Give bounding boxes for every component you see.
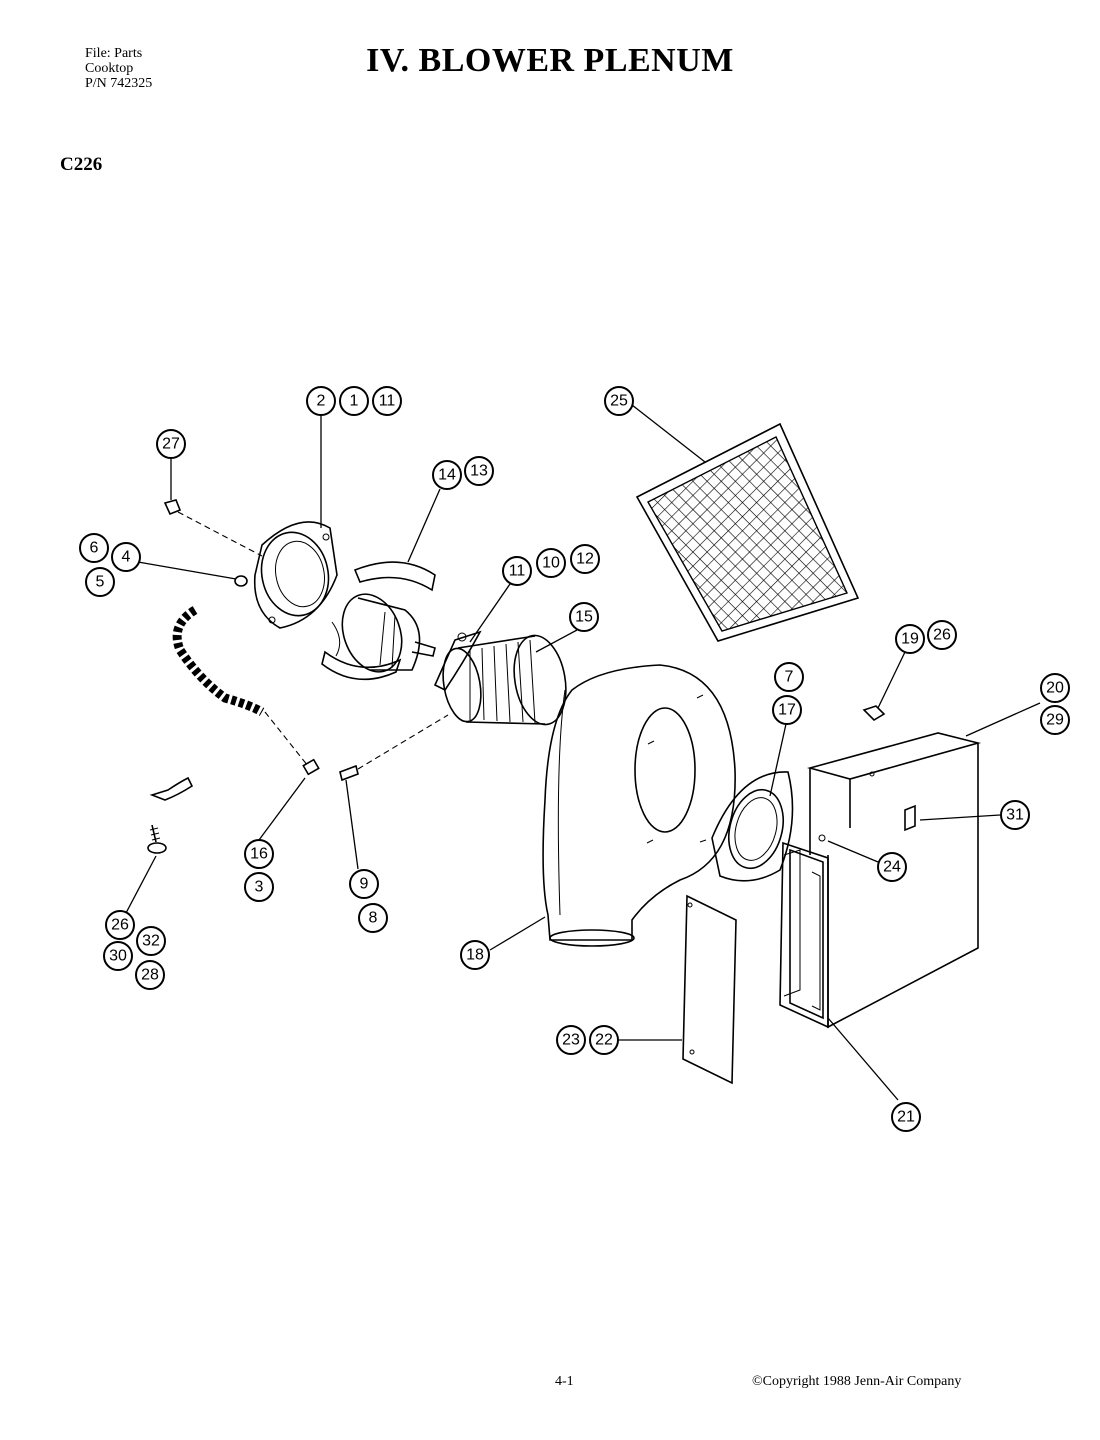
callout-22: 22 xyxy=(589,1025,619,1055)
svg-text:13: 13 xyxy=(470,463,488,480)
svg-text:31: 31 xyxy=(1006,807,1024,824)
svg-text:11: 11 xyxy=(509,563,526,580)
callout-1: 1 xyxy=(339,386,369,416)
svg-text:9: 9 xyxy=(360,876,369,893)
callout-10: 10 xyxy=(536,548,566,578)
callout-6: 6 xyxy=(79,533,109,563)
screw-with-washer xyxy=(147,824,167,854)
callout-11: 11 xyxy=(502,556,532,586)
callout-26: 26 xyxy=(927,620,957,650)
svg-text:32: 32 xyxy=(142,933,160,950)
leader-lines xyxy=(125,404,1041,1101)
wire-harness xyxy=(172,606,309,767)
svg-text:3: 3 xyxy=(255,879,264,896)
svg-text:5: 5 xyxy=(96,574,105,591)
adapter-ring xyxy=(711,771,794,882)
callout-23: 23 xyxy=(556,1025,586,1055)
svg-text:4: 4 xyxy=(122,549,131,566)
callout-29: 29 xyxy=(1040,705,1070,735)
callout-11: 11 xyxy=(372,386,402,416)
callout-16: 16 xyxy=(244,839,274,869)
callout-32: 32 xyxy=(136,926,166,956)
callout-14: 14 xyxy=(432,460,462,490)
callout-24: 24 xyxy=(877,852,907,882)
callout-5: 5 xyxy=(85,567,115,597)
callout-3: 3 xyxy=(244,872,274,902)
svg-text:20: 20 xyxy=(1046,680,1064,697)
svg-text:25: 25 xyxy=(610,393,628,410)
callout-17: 17 xyxy=(772,695,802,725)
callout-19: 19 xyxy=(895,624,925,654)
svg-text:14: 14 xyxy=(438,467,456,484)
plenum-clip xyxy=(862,705,886,722)
file-line-1: File: Parts xyxy=(85,46,143,61)
svg-text:16: 16 xyxy=(250,846,268,863)
callout-28: 28 xyxy=(135,960,165,990)
callout-21: 21 xyxy=(891,1102,921,1132)
nut xyxy=(163,499,182,516)
svg-text:27: 27 xyxy=(162,436,180,453)
callout-27: 27 xyxy=(156,429,186,459)
blower-wheel xyxy=(442,634,567,726)
callout-9: 9 xyxy=(349,869,379,899)
plenum-box xyxy=(779,732,982,1029)
plenum-panel xyxy=(682,894,737,1085)
svg-text:2: 2 xyxy=(317,393,326,410)
model-number: C226 xyxy=(60,154,103,175)
svg-text:30: 30 xyxy=(109,948,127,965)
svg-text:29: 29 xyxy=(1046,712,1064,729)
svg-text:11: 11 xyxy=(379,393,396,410)
screw xyxy=(339,714,449,782)
svg-text:24: 24 xyxy=(883,859,901,876)
svg-text:26: 26 xyxy=(933,627,951,644)
callout-13: 13 xyxy=(464,456,494,486)
callout-31: 31 xyxy=(1000,800,1030,830)
file-line-2: Cooktop xyxy=(85,61,134,76)
svg-text:10: 10 xyxy=(542,555,560,572)
callout-2: 2 xyxy=(306,386,336,416)
callout-8: 8 xyxy=(358,903,388,933)
callout-4: 4 xyxy=(111,542,141,572)
page-title: IV. BLOWER PLENUM xyxy=(366,42,734,79)
svg-text:19: 19 xyxy=(901,631,919,648)
svg-text:8: 8 xyxy=(369,910,378,927)
page-number: 4-1 xyxy=(555,1374,574,1389)
svg-text:7: 7 xyxy=(785,669,794,686)
svg-text:23: 23 xyxy=(562,1032,580,1049)
callout-25: 25 xyxy=(604,386,634,416)
copyright-notice: ©Copyright 1988 Jenn-Air Company xyxy=(752,1374,962,1389)
file-line-3: P/N 742325 xyxy=(85,76,153,91)
motor-clamp-bands xyxy=(321,561,436,681)
callout-15: 15 xyxy=(569,602,599,632)
grommet xyxy=(234,575,248,587)
callout-26: 26 xyxy=(105,910,135,940)
blower-housing xyxy=(542,664,736,947)
svg-text:6: 6 xyxy=(90,540,99,557)
motor-mount-ring xyxy=(253,521,338,629)
clip xyxy=(149,776,194,801)
svg-text:21: 21 xyxy=(897,1109,915,1126)
svg-text:17: 17 xyxy=(778,702,796,719)
svg-text:18: 18 xyxy=(466,947,484,964)
svg-text:1: 1 xyxy=(350,393,359,410)
callout-20: 20 xyxy=(1040,673,1070,703)
connector xyxy=(302,758,320,776)
assembly-line xyxy=(177,511,263,557)
blower-motor xyxy=(331,593,436,673)
callout-12: 12 xyxy=(570,544,600,574)
svg-text:22: 22 xyxy=(595,1032,613,1049)
svg-text:28: 28 xyxy=(141,967,159,984)
callout-30: 30 xyxy=(103,941,133,971)
callout-18: 18 xyxy=(460,940,490,970)
file-info: File: Parts Cooktop P/N 742325 xyxy=(85,46,152,91)
svg-text:12: 12 xyxy=(576,551,594,568)
svg-text:26: 26 xyxy=(111,917,129,934)
callout-7: 7 xyxy=(774,662,804,692)
filter-screen xyxy=(635,422,860,642)
svg-text:15: 15 xyxy=(575,609,593,626)
